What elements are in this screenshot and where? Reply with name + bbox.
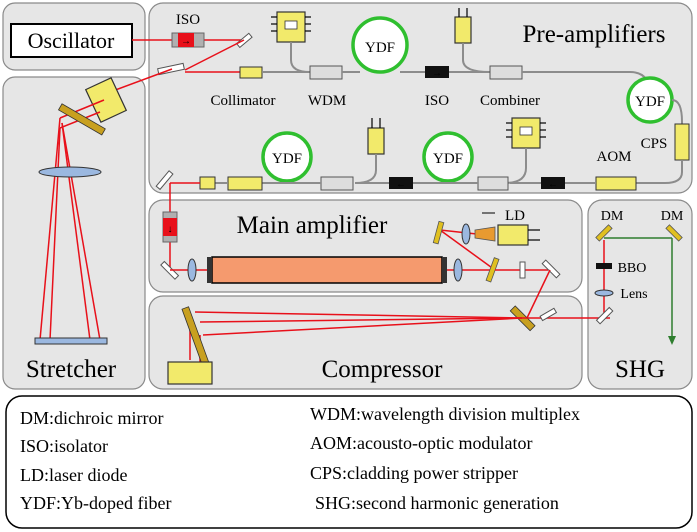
dm-shg-right (665, 224, 683, 242)
ydf-right-label: YDF (635, 94, 665, 110)
combiner (489, 65, 523, 80)
cps-label: CPS (641, 136, 668, 152)
fiber-pump-top (290, 42, 311, 73)
fiber-right-down (671, 99, 683, 168)
legend-shg: SHG:second harmonic generation (315, 493, 559, 513)
aom-label: AOM (596, 149, 631, 165)
iso-top-label: ISO (176, 12, 200, 28)
dm-shg-left (595, 224, 613, 242)
mirror-stretcher-bottom (34, 337, 108, 345)
stretcher-panel (2, 76, 146, 390)
dm-main-out (485, 257, 500, 283)
aom (595, 176, 637, 191)
waveplate-main (519, 261, 526, 279)
ld-label: LD (505, 208, 525, 224)
ydf-coil-top (351, 16, 409, 74)
shg-label: SHG (615, 356, 665, 383)
gain-rod-end-left (207, 257, 212, 283)
lens-shg (594, 289, 614, 297)
pump-diode-top-window (284, 20, 298, 30)
iso-mid-arrow: → (432, 68, 442, 79)
collimator-low (199, 176, 216, 190)
main-amplifier-title: Main amplifier (237, 212, 388, 239)
pump-diode-top-pins (271, 16, 311, 32)
legend-dm: DM:dichroic mirror (20, 408, 163, 428)
beam-to-collimator (184, 39, 245, 71)
beam-pump-main-1 (439, 229, 496, 271)
iso-mid (425, 66, 449, 78)
cps-low (227, 176, 263, 191)
iso-main-core (163, 218, 177, 236)
waveplate-comp (539, 307, 558, 322)
collimator-top (239, 66, 263, 79)
ld-coupler (474, 226, 496, 242)
ydf-top-label: YDF (365, 40, 395, 56)
dm-right-label: DM (661, 209, 684, 224)
collimator-label: Collimator (211, 93, 276, 109)
legend-ld: LD:laser diode (20, 465, 127, 485)
compressor-label: Compressor (322, 356, 444, 383)
iso-top-arrow: → (181, 36, 191, 47)
wdm-top (309, 65, 343, 80)
lens-main-right (453, 258, 463, 282)
legend-aom: AOM:acousto-optic modulator (310, 433, 532, 453)
lens-stretcher (38, 166, 102, 178)
iso-low-right (541, 177, 565, 189)
legend-iso: ISO:isolator (20, 436, 108, 456)
shg-panel (587, 199, 693, 390)
iso-mid-label: ISO (425, 93, 449, 109)
beam-main-to-comp (526, 269, 551, 319)
oscillator-box (10, 23, 133, 58)
fiber-pump-bottom (504, 148, 527, 184)
iso-main-arrow: ↓ (168, 224, 173, 235)
bbo-label: BBO (618, 261, 647, 276)
wdm-label: WDM (308, 93, 346, 109)
legend-ydf: YDF:Yb-doped fiber (20, 493, 171, 513)
gain-rod-end-right (442, 257, 447, 283)
ydf-low-mid-label: YDF (433, 151, 463, 167)
mirror-osc (235, 32, 253, 49)
pump-diode-bottom-window (519, 126, 533, 136)
beam-shg-arrowhead (668, 336, 676, 345)
dm-main-in (432, 220, 445, 245)
lens-label: Lens (620, 287, 647, 302)
beam-stretcher-in (109, 68, 173, 93)
roof-mirror-comp (167, 361, 213, 385)
combiner-label: Combiner (480, 93, 540, 109)
pump-diode-small-top (454, 16, 472, 44)
mirror-pre-out (155, 170, 174, 191)
dm-left-label: DM (601, 209, 624, 224)
cps (674, 123, 690, 161)
oscillator-label: Oscillator (28, 28, 115, 53)
mirror-shg-in (595, 306, 614, 325)
stretcher-label: Stretcher (26, 356, 117, 383)
mirror-main-in (160, 260, 180, 280)
wdm-low (477, 176, 509, 191)
grating-stretcher-top (57, 103, 106, 136)
bbo-crystal (596, 263, 612, 269)
ydf-coil-low-mid (422, 131, 474, 183)
gain-rod (211, 256, 443, 284)
legend-box (5, 395, 693, 529)
legend-cps: CPS:cladding power stripper (310, 463, 518, 483)
iso-top-core (178, 33, 194, 47)
pump-diode-small-bottom (367, 127, 385, 155)
iso-low-left-arrow: ← (396, 179, 406, 190)
iso-low-left (389, 177, 413, 189)
ydf-coil-low-left (261, 131, 313, 183)
pump-diode-bottom-pins (506, 122, 546, 138)
legend-wdm: WDM:wavelength division multiplex (310, 404, 580, 424)
ld-main (497, 224, 529, 246)
fiber-bottom-return (636, 160, 683, 184)
preamplifiers-title: Pre-amplifiers (522, 21, 665, 48)
ydf-low-left-label: YDF (272, 151, 302, 167)
iso-low-right-arrow: ← (548, 179, 558, 190)
roof-mirror-stretcher (84, 76, 128, 124)
lens-main-left (187, 258, 197, 282)
combiner-low (320, 176, 354, 191)
lens-ld (461, 223, 471, 245)
